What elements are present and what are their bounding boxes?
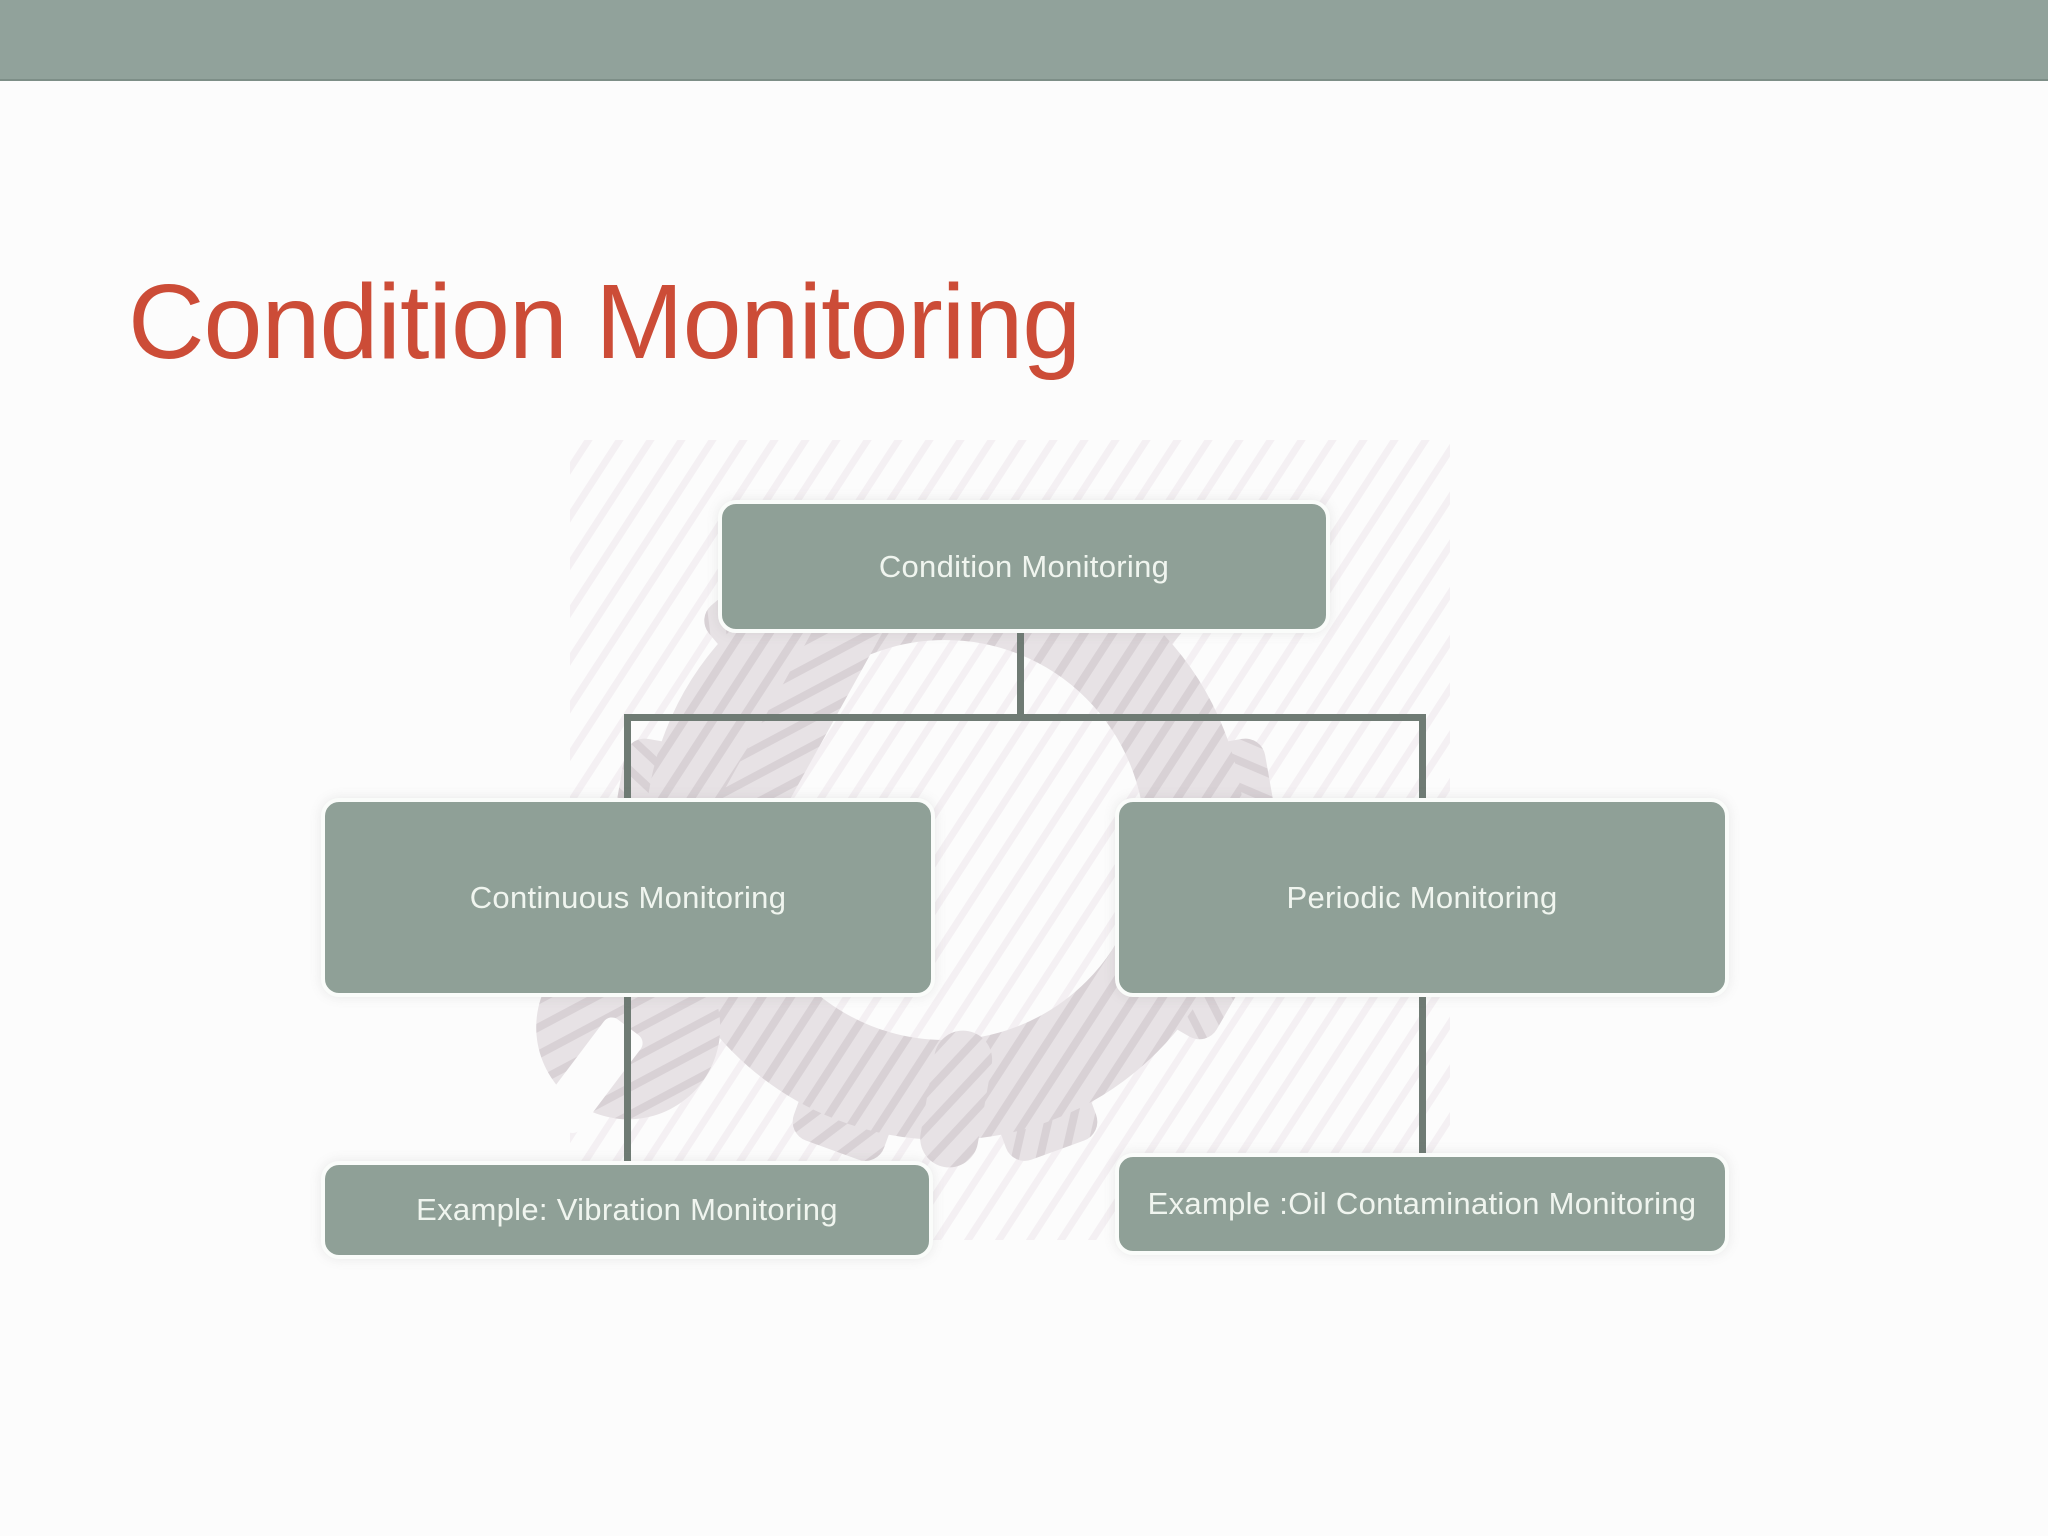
tool-handle-icon bbox=[920, 1030, 993, 1168]
node-continuous-monitoring: Continuous Monitoring bbox=[321, 798, 935, 997]
page-title: Condition Monitoring bbox=[128, 263, 1081, 382]
connector-left-example bbox=[624, 990, 631, 1166]
node-condition-monitoring: Condition Monitoring bbox=[718, 500, 1330, 633]
node-oil-contamination-example: Example :Oil Contamination Monitoring bbox=[1115, 1153, 1729, 1255]
node-vibration-monitoring-example: Example: Vibration Monitoring bbox=[321, 1161, 933, 1259]
node-periodic-monitoring: Periodic Monitoring bbox=[1115, 798, 1729, 997]
connector-left-drop bbox=[624, 714, 631, 806]
connector-right-drop bbox=[1419, 714, 1426, 806]
node-label: Continuous Monitoring bbox=[469, 879, 787, 915]
node-label: Periodic Monitoring bbox=[1286, 879, 1558, 915]
node-label: Example: Vibration Monitoring bbox=[416, 1192, 838, 1227]
node-label: Condition Monitoring bbox=[878, 548, 1170, 584]
connector-branch-bar bbox=[624, 714, 1426, 721]
connector-right-example bbox=[1419, 990, 1426, 1160]
header-bar bbox=[0, 0, 2048, 81]
node-label: Example :Oil Contamination Monitoring bbox=[1147, 1186, 1697, 1221]
connector-root-stem bbox=[1017, 632, 1024, 718]
